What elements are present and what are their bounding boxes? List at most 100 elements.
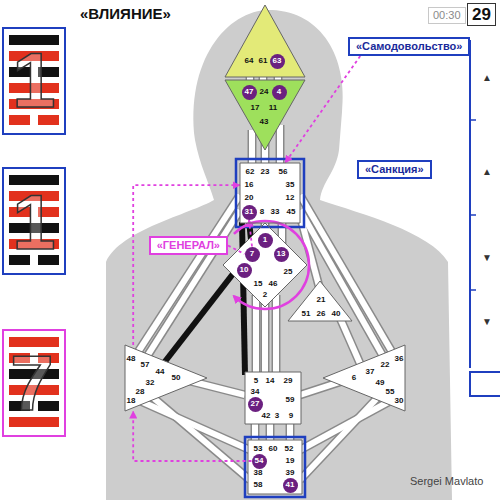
channel [150, 395, 250, 480]
gate-circle: 63 [270, 54, 285, 69]
callout-text: «Самодовольство» [356, 41, 462, 52]
sacral-center: 5 14 29 34 59 42 3 9 27 [245, 372, 301, 424]
dotted-arrow [133, 185, 240, 345]
hexagram [3, 168, 65, 274]
callout-text: «ГЕНЕРАЛ» [157, 240, 220, 251]
channel-outline [300, 400, 392, 450]
gate-number: 60 [269, 445, 278, 453]
channel [340, 318, 362, 368]
channel-outline [248, 130, 257, 168]
gate-number: 52 [285, 445, 294, 453]
gate-number: 34 [251, 388, 260, 396]
scale-arrow: ▼ [482, 253, 492, 263]
gate-number: 56 [279, 168, 288, 176]
gate-number: 20 [245, 194, 254, 202]
gate-number: 44 [156, 368, 165, 376]
gate-number: 40 [332, 310, 341, 318]
gate-number: 11 [269, 104, 277, 112]
gate-number: 55 [386, 388, 395, 396]
callout-box: «Санкция» [357, 160, 432, 179]
spleen-center: 48574450322818 [125, 345, 207, 411]
scale-arrow: ▲ [482, 167, 492, 177]
dotted-arrow [285, 56, 360, 163]
hexagram [3, 330, 65, 436]
channel [300, 400, 392, 450]
gate-number: 5 [254, 377, 258, 385]
center-fill [223, 223, 307, 307]
channel-outline [261, 300, 270, 375]
ajna-center: 24171143474 [225, 80, 305, 150]
root-center: 536052193839585441 [248, 440, 302, 494]
center-outline [125, 345, 207, 411]
channel-outline [150, 395, 250, 480]
center-outline [245, 372, 301, 424]
gate-number: 28 [136, 388, 145, 396]
gate-number: 62 [246, 168, 255, 176]
g-center: 2515462113710 [223, 223, 307, 307]
gate-number: 58 [254, 481, 263, 489]
gate-number: 2 [263, 291, 267, 299]
gate-number: 33 [271, 208, 280, 216]
gate-number: 50 [172, 374, 181, 382]
gate-number: 3 [275, 412, 279, 420]
channel-outline [340, 318, 362, 368]
gate-number: 36 [395, 355, 404, 363]
panel-box [470, 372, 500, 396]
gate-number: 41 [286, 481, 295, 489]
gate-number: 29 [284, 377, 293, 385]
channel [138, 400, 250, 450]
gate-number: 26 [317, 310, 326, 318]
gate-number: 53 [254, 445, 263, 453]
gate-number: 19 [286, 457, 295, 465]
gate-number: 43 [260, 118, 269, 126]
callout-box: «Самодовольство» [348, 37, 470, 56]
center-fill [248, 440, 302, 494]
gate-number: 38 [254, 469, 263, 477]
callout-box: «ГЕНЕРАЛ» [149, 236, 228, 255]
gate-number: 4 [277, 88, 281, 96]
gate-number: 46 [269, 280, 278, 288]
channel [160, 270, 236, 368]
channel-group [138, 70, 392, 480]
timer: 00:30 [428, 7, 466, 24]
center-fill [225, 80, 305, 150]
channel [277, 125, 283, 168]
channel [249, 130, 255, 168]
gate-number: 1 [263, 236, 267, 244]
gate-circle: 41 [283, 478, 298, 493]
gate-number: 54 [255, 457, 264, 465]
gate-number: 42 [262, 412, 271, 420]
channel-outline [300, 210, 384, 358]
center-fill-group [125, 5, 405, 494]
scale-tick [470, 120, 476, 290]
gate-number: 27 [251, 400, 260, 408]
watermark: Sergei Mavlato [410, 476, 483, 487]
gate-circle: 27 [248, 397, 263, 412]
gate-number: 21 [317, 296, 326, 304]
solar-plexus-center: 3622376495530 [323, 345, 405, 411]
center-outline [240, 163, 300, 223]
gate-number: 59 [286, 396, 295, 404]
gate-number: 14 [266, 377, 275, 385]
channel-outline [300, 395, 380, 480]
center-fill [323, 345, 405, 411]
gate-circle: 54 [252, 454, 267, 469]
channel-outline [276, 125, 285, 168]
gate-number: 13 [277, 250, 286, 258]
center-fill [225, 5, 305, 77]
hexagram-number: 1 [12, 41, 55, 119]
scale-bracket [469, 40, 471, 368]
channel [262, 300, 268, 375]
gate-number: 17 [251, 104, 260, 112]
gate-number: 23 [261, 168, 270, 176]
scale-arrow: ▲ [482, 73, 492, 83]
loop-arrow [234, 221, 309, 309]
center-outline [225, 80, 305, 150]
gate-number: 9 [289, 412, 293, 420]
highlight-frame [245, 437, 305, 497]
gate-number: 45 [287, 208, 296, 216]
gate-number: 16 [245, 181, 254, 189]
dotted-arrow [133, 411, 251, 461]
hexagram-number: 7 [10, 344, 53, 422]
